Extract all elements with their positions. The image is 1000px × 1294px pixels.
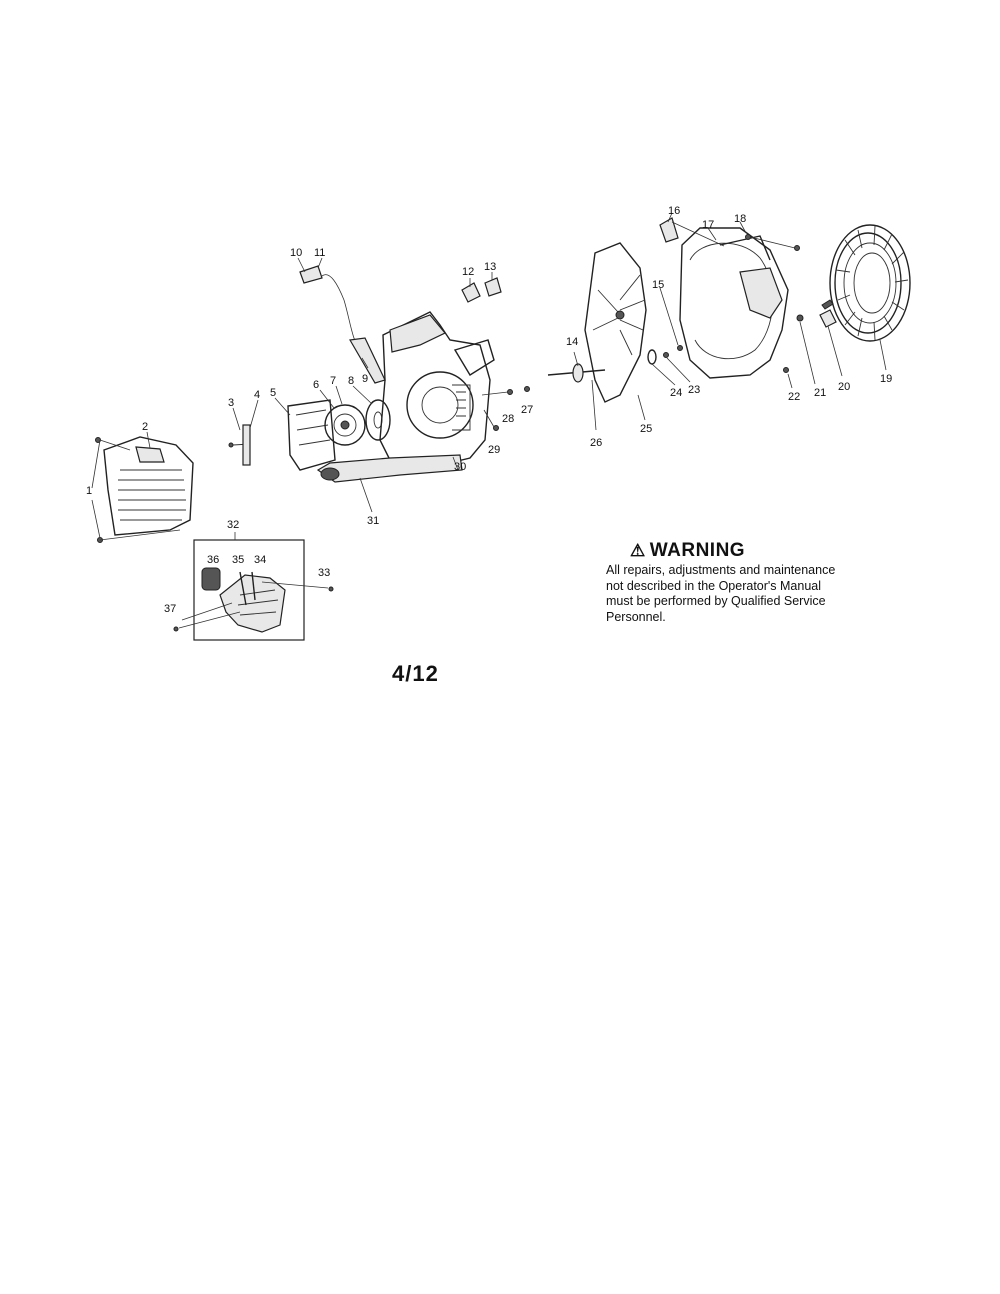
warning-title: ⚠WARNING <box>630 540 836 562</box>
label-8: 8 <box>348 375 354 387</box>
label-11: 11 <box>314 247 325 259</box>
label-22: 22 <box>788 391 800 403</box>
label-30: 30 <box>454 461 466 473</box>
label-14: 14 <box>566 336 578 348</box>
main-housing-part-30 <box>379 311 495 471</box>
label-1: 1 <box>86 485 92 497</box>
label-25: 25 <box>640 423 652 435</box>
recoil-parts <box>228 385 391 471</box>
label-9: 9 <box>362 373 368 385</box>
guard-clip-part-20 <box>819 299 843 377</box>
label-17: 17 <box>702 219 714 231</box>
label-18: 18 <box>734 213 746 225</box>
small-fasteners-27-28-29 <box>481 386 530 431</box>
page-number: 4/12 <box>392 661 439 686</box>
label-20: 20 <box>838 381 850 393</box>
label-36: 36 <box>207 554 219 566</box>
impeller-part-25 <box>584 242 647 403</box>
label-28: 28 <box>502 413 514 425</box>
label-29: 29 <box>488 444 500 456</box>
label-2: 2 <box>142 421 148 433</box>
intake-guard-part-19 <box>829 224 911 371</box>
blower-cover-part-2 <box>103 436 194 536</box>
label-23: 23 <box>688 384 700 396</box>
screws-part-1 <box>91 437 181 543</box>
label-4: 4 <box>254 389 260 401</box>
handle-part-31 <box>316 454 463 483</box>
label-34: 34 <box>254 554 266 566</box>
warning-text: All repairs, adjustments and maintenance… <box>606 563 836 624</box>
label-33: 33 <box>318 567 330 579</box>
shaft-part-26 <box>547 351 606 431</box>
label-16: 16 <box>668 205 680 217</box>
warning-triangle-icon: ⚠ <box>630 541 646 560</box>
label-32: 32 <box>227 519 239 531</box>
label-31: 31 <box>367 515 379 527</box>
label-7: 7 <box>330 375 336 387</box>
throttle-cable-parts <box>297 257 502 384</box>
label-26: 26 <box>590 437 602 449</box>
label-19: 19 <box>880 373 892 385</box>
label-37: 37 <box>164 603 176 615</box>
washers-23-24 <box>637 349 691 421</box>
label-27: 27 <box>521 404 533 416</box>
label-13: 13 <box>484 261 496 273</box>
label-5: 5 <box>270 387 276 399</box>
label-35: 35 <box>232 554 244 566</box>
label-21: 21 <box>814 387 826 399</box>
label-12: 12 <box>462 266 474 278</box>
housing-fasteners <box>659 212 816 389</box>
warning-notice: ⚠WARNING All repairs, adjustments and ma… <box>606 540 836 625</box>
label-3: 3 <box>228 397 234 409</box>
label-10: 10 <box>290 247 302 259</box>
label-15: 15 <box>652 279 664 291</box>
warning-title-text: WARNING <box>649 540 746 561</box>
blower-housing-part-17 <box>679 227 789 379</box>
inset-kit-part-32 <box>173 532 334 641</box>
label-6: 6 <box>313 379 319 391</box>
label-24: 24 <box>670 387 682 399</box>
